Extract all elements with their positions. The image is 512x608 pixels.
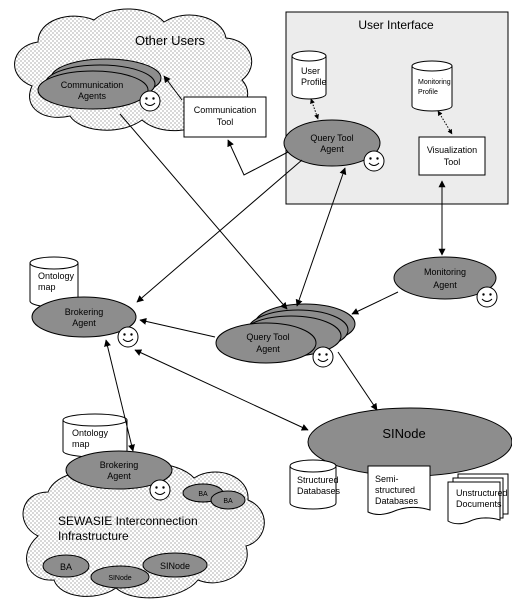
sewasie-brokering-agent-label-2: Agent	[107, 471, 131, 481]
monitoring-agent-label-1: Monitoring	[424, 267, 466, 277]
agent-face-icon	[149, 479, 171, 501]
query-tool-agent-center: Query Tool Agent	[215, 303, 356, 368]
sewasie-title-2: Infrastructure	[58, 529, 129, 543]
sewasie-ontology-map-label-1: Ontology	[72, 428, 109, 438]
brokering-agent-node: Brokering Agent	[31, 296, 139, 348]
monitoring-profile-label-1: Monitoring	[418, 79, 451, 86]
communication-tool-box: Communication Tool	[183, 96, 267, 138]
agent-face-icon	[476, 286, 498, 308]
sinode-title: SINode	[382, 426, 425, 441]
ontology-map-label-2: map	[38, 282, 56, 292]
agent-face-icon	[312, 346, 334, 368]
unstructured-docs-label-2: Documents	[456, 499, 502, 509]
other-users-title: Other Users	[135, 33, 206, 48]
query-tool-agent-center-label-2: Agent	[256, 344, 280, 354]
sewasie-ba-small-2-label: BA	[223, 498, 233, 505]
user-interface-title: User Interface	[358, 18, 434, 32]
qta-to-broker-arrow	[139, 317, 216, 338]
ontology-map-db-icon: Ontology map	[29, 256, 79, 308]
communication-agents-label-1: Communication	[61, 80, 124, 90]
visualization-tool-label-1: Visualization	[427, 145, 477, 155]
communication-agents-label-2: Agents	[78, 91, 107, 101]
brokering-agent-label-1: Brokering	[65, 307, 104, 317]
sewasie-sinode-mid-label: SINode	[108, 575, 131, 582]
unstructured-documents-doc-icon: Unstructured Documents	[447, 473, 509, 525]
communication-tool-label-1: Communication	[194, 105, 257, 115]
qta-to-comm-tool-arrow	[227, 139, 289, 176]
sewasie-sinode-right-label: SINode	[160, 561, 190, 571]
visualization-tool-box: Visualization Tool	[418, 136, 486, 176]
agent-face-icon	[117, 326, 139, 348]
monitoring-agent-node: Monitoring Agent	[393, 256, 498, 308]
sewasie-ba-small-1-label: BA	[198, 491, 208, 498]
structured-db-label-1: Structured	[297, 475, 339, 485]
user-profile-db-icon: User Profile	[291, 50, 327, 100]
qta-to-sinode-arrow	[337, 351, 378, 411]
sewasie-title-1: SEWASIE Interconnection	[58, 514, 198, 528]
profile-link-arrow	[310, 98, 319, 120]
sewasie-cloud: SEWASIE Interconnection Infrastructure B…	[22, 463, 265, 599]
semi-db-label-2: structured	[375, 485, 415, 495]
unstructured-docs-label-1: Unstructured	[456, 488, 508, 498]
sewasie-ba-left-label: BA	[60, 562, 72, 572]
structured-db-label-2: Databases	[297, 486, 341, 496]
qta-ui-to-broker-arrow	[136, 159, 303, 303]
user-profile-label-2: Profile	[301, 77, 327, 87]
query-tool-agent-ui-label-1: Query Tool	[310, 133, 353, 143]
monitoring-profile-db-icon: Monitoring Profile	[411, 60, 453, 112]
semi-db-label-3: Databases	[375, 496, 419, 506]
comm-tool-arrow	[163, 75, 183, 101]
monitoring-agent-label-2: Agent	[433, 280, 457, 290]
brokering-agent-label-2: Agent	[72, 318, 96, 328]
visualization-tool-label-2: Tool	[444, 157, 461, 167]
agent-face-icon	[363, 150, 385, 172]
user-interface-panel: User Interface User Profile Monitoring P…	[283, 11, 509, 205]
query-tool-agent-center-label-1: Query Tool	[246, 332, 289, 342]
connector-arrows	[104, 113, 446, 452]
user-profile-label-1: User	[301, 66, 320, 76]
broker-to-sinode-arrow	[134, 349, 309, 431]
qta-ui-to-qta-center-arrow	[295, 167, 347, 307]
communication-tool-label-2: Tool	[217, 117, 234, 127]
sewasie-ontology-map-label-2: map	[72, 439, 90, 449]
semi-db-label-1: Semi-	[375, 474, 399, 484]
structured-databases-db-icon: Structured Databases	[289, 459, 341, 510]
broker-to-sewasie-broker-arrow	[104, 339, 135, 452]
sinode-node: SINode Structured Databases Semi- struct…	[289, 407, 512, 525]
ontology-map-label-1: Ontology	[38, 271, 75, 281]
comm-agents-to-qta-arrow	[119, 113, 288, 310]
monitoring-profile-link-arrow	[437, 110, 453, 135]
query-tool-agent-ui: Query Tool Agent	[283, 119, 385, 172]
monitoring-to-qta-arrow	[351, 291, 399, 315]
semi-structured-databases-doc-icon: Semi- structured Databases	[367, 465, 431, 515]
agent-face-icon	[139, 90, 161, 112]
sewasie-brokering-agent-label-1: Brokering	[100, 460, 139, 470]
monitoring-profile-label-2: Profile	[418, 89, 438, 96]
query-tool-agent-ui-label-2: Agent	[320, 144, 344, 154]
